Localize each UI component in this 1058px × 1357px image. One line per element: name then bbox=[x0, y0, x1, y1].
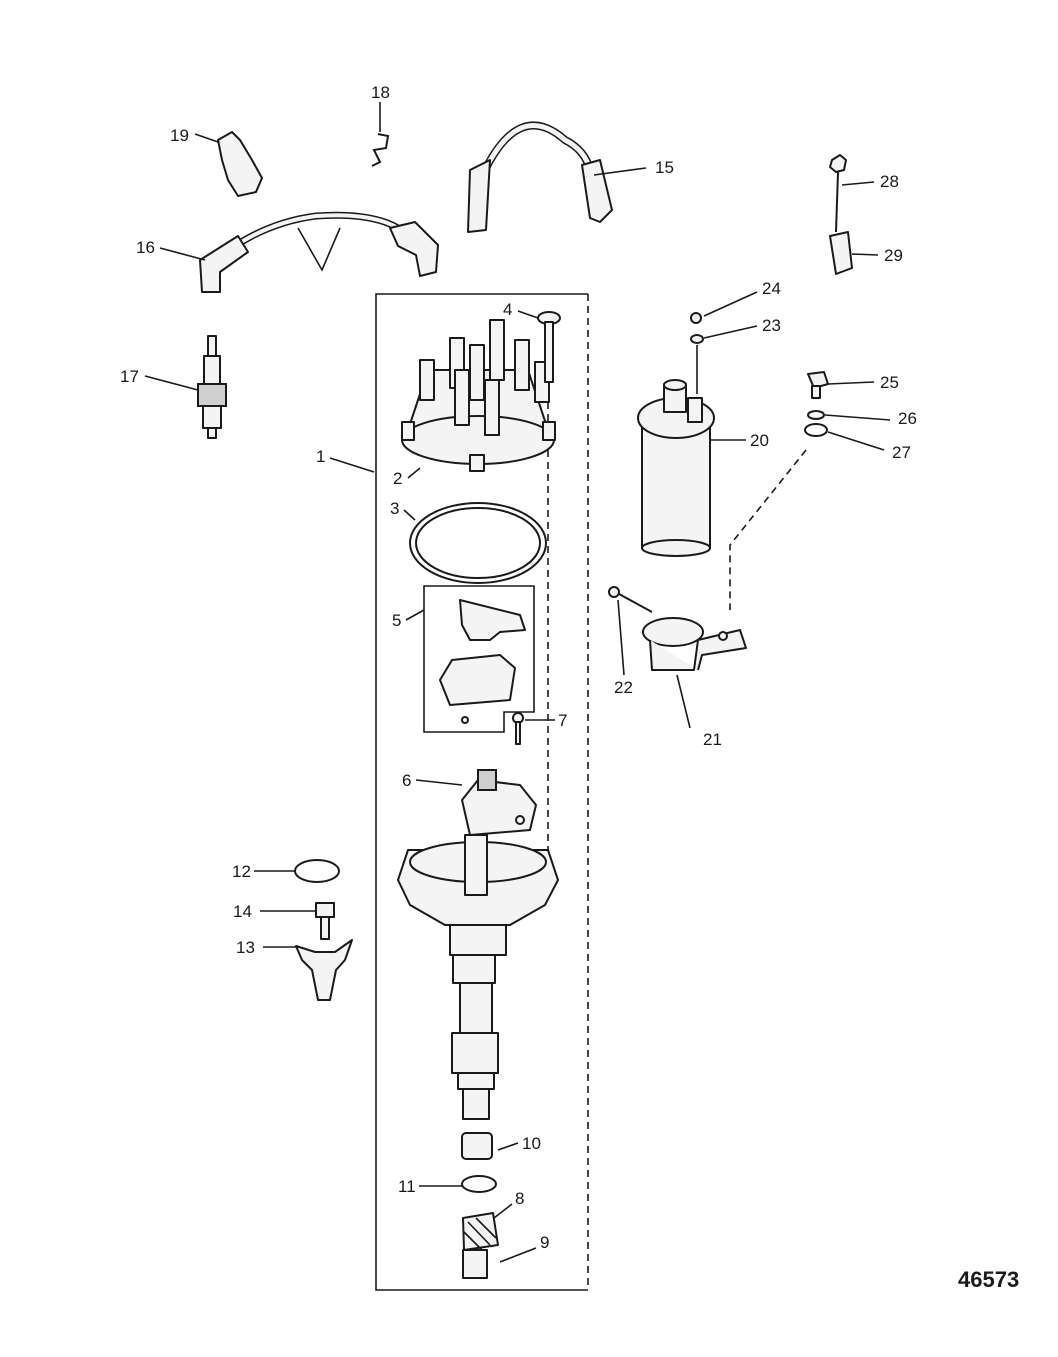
callout-5: 5 bbox=[392, 611, 401, 630]
terminal-block bbox=[829, 231, 853, 275]
ignition-module bbox=[461, 769, 537, 836]
leader-lines bbox=[144, 102, 891, 1263]
ground-strap bbox=[829, 154, 847, 233]
callout-1: 1 bbox=[316, 447, 325, 466]
callout-11: 11 bbox=[398, 1177, 416, 1196]
callout-25: 25 bbox=[880, 373, 899, 392]
callout-17: 17 bbox=[120, 367, 139, 386]
callout-12: 12 bbox=[232, 862, 251, 881]
callout-27: 27 bbox=[892, 443, 911, 462]
spark-plug-wire bbox=[199, 211, 439, 293]
callout-29: 29 bbox=[884, 246, 903, 265]
spark-plug bbox=[197, 335, 227, 439]
clip-18 bbox=[371, 133, 390, 167]
callout-22: 22 bbox=[614, 678, 633, 697]
callout-7: 7 bbox=[558, 711, 567, 730]
callout-2: 2 bbox=[393, 469, 402, 488]
rotor-kit bbox=[423, 585, 535, 733]
screw-7 bbox=[512, 712, 524, 745]
nut-24 bbox=[690, 312, 702, 324]
washer-11 bbox=[461, 1175, 497, 1193]
callout-16: 16 bbox=[136, 238, 155, 257]
assembly-frame bbox=[375, 293, 589, 1291]
coil-wire bbox=[467, 121, 613, 233]
screw-22 bbox=[608, 586, 653, 613]
callout-15: 15 bbox=[655, 158, 674, 177]
washer-12 bbox=[294, 859, 340, 883]
callout-18: 18 bbox=[371, 83, 390, 102]
washer-26 bbox=[807, 410, 825, 420]
bracket-13 bbox=[295, 939, 353, 1001]
screw-4 bbox=[537, 311, 561, 383]
callout-19: 19 bbox=[170, 126, 189, 145]
washer-27 bbox=[804, 423, 828, 437]
callout-24: 24 bbox=[762, 279, 781, 298]
callout-23: 23 bbox=[762, 316, 781, 335]
bolt-14 bbox=[315, 902, 335, 940]
callout-8: 8 bbox=[515, 1189, 524, 1208]
roll-pin-shaft bbox=[462, 1249, 488, 1279]
callout-13: 13 bbox=[236, 938, 255, 957]
callout-28: 28 bbox=[880, 172, 899, 191]
lock-washer-23 bbox=[690, 334, 704, 344]
callout-9: 9 bbox=[540, 1233, 549, 1252]
callout-26: 26 bbox=[898, 409, 917, 428]
callout-14: 14 bbox=[233, 902, 252, 921]
bolt-25 bbox=[807, 371, 829, 399]
ignition-coil bbox=[637, 379, 715, 557]
distributor-housing bbox=[397, 834, 559, 1120]
gasket-ring bbox=[409, 502, 547, 584]
callout-6: 6 bbox=[402, 771, 411, 790]
callout-4: 4 bbox=[503, 300, 512, 319]
coil-bracket bbox=[642, 617, 747, 671]
wire-separator bbox=[217, 131, 263, 197]
drive-gear bbox=[462, 1212, 499, 1251]
distributor-cap bbox=[401, 319, 556, 472]
figure-number: 46573 bbox=[958, 1267, 1019, 1292]
bushing bbox=[461, 1132, 493, 1160]
callout-10: 10 bbox=[522, 1134, 541, 1153]
callout-21: 21 bbox=[703, 730, 722, 749]
callout-3: 3 bbox=[390, 499, 399, 518]
callout-20: 20 bbox=[750, 431, 769, 450]
